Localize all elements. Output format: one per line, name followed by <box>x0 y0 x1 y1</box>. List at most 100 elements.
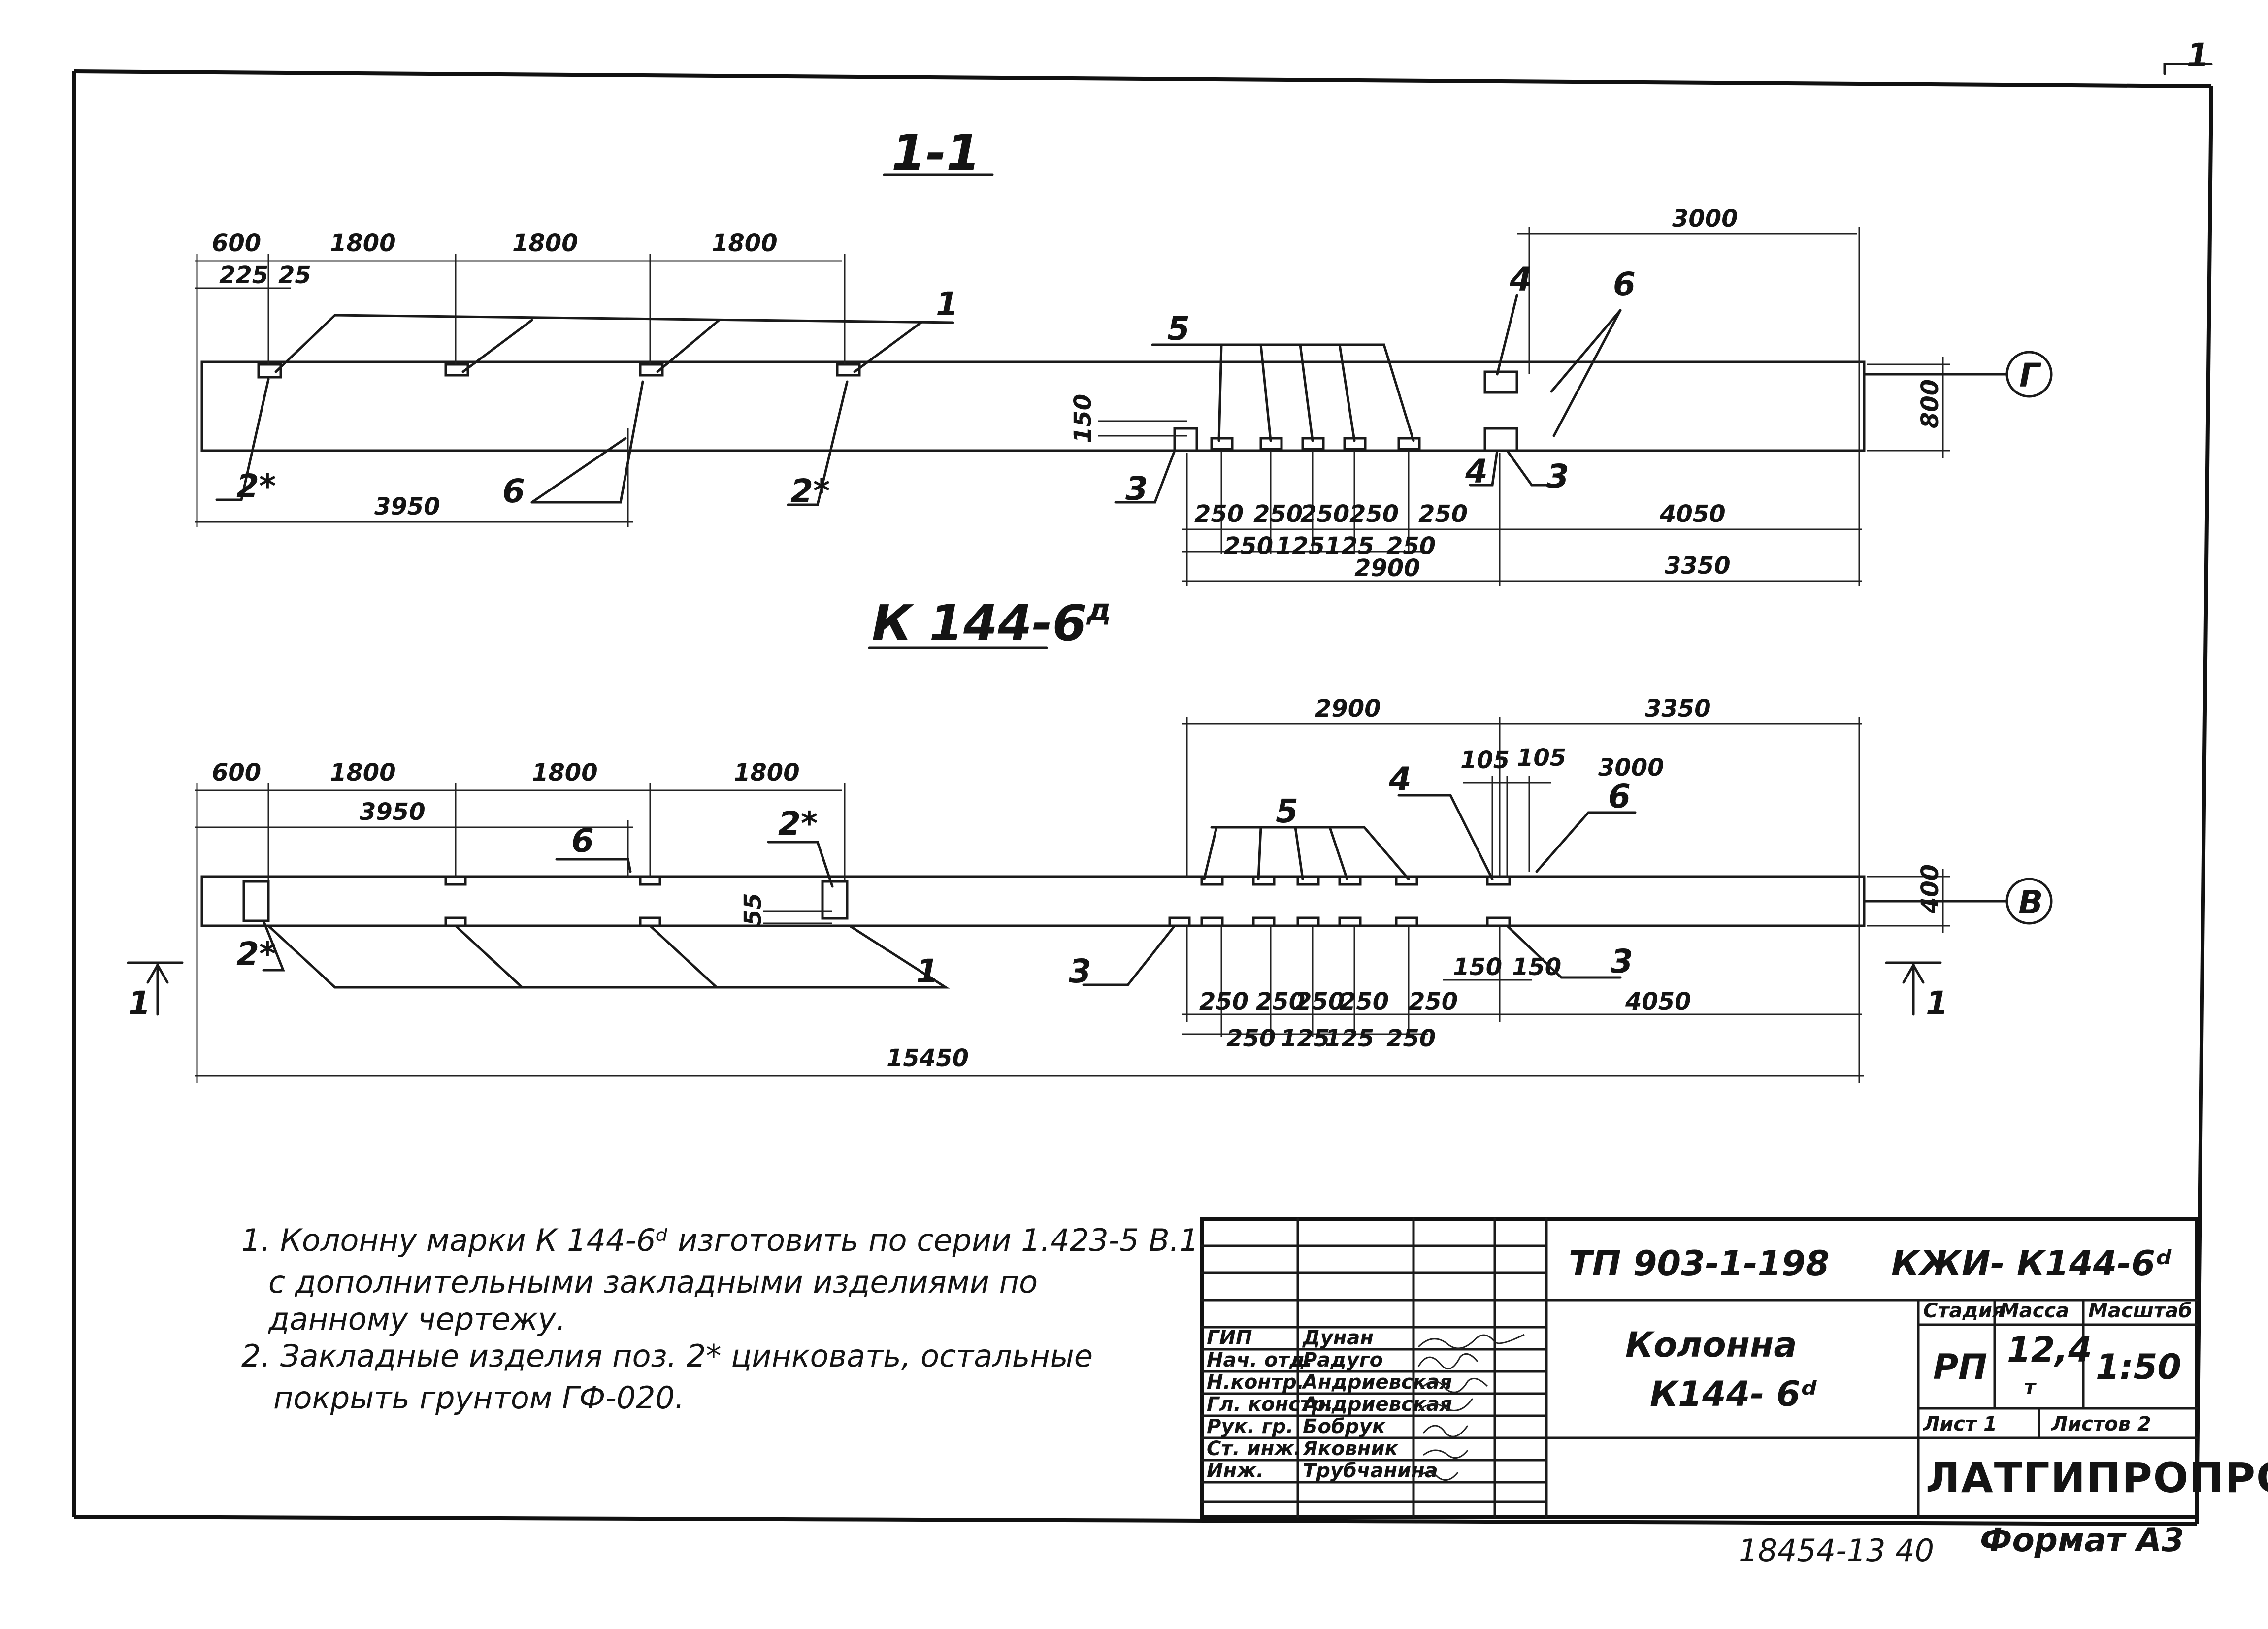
section-1-1-beam-outline <box>200 360 1866 452</box>
dim-1800: 1800 <box>734 759 800 786</box>
dim-105: 105 <box>1460 747 1510 774</box>
embedded-plate <box>444 875 467 886</box>
axis-label-v: В <box>2018 883 2043 921</box>
embedded-plate-5 <box>1200 875 1224 886</box>
dim-2900: 2900 <box>1354 554 1420 582</box>
staff-name: Андриевская <box>1301 1371 1452 1394</box>
callout-position-6: 6 <box>502 472 525 510</box>
dim-150: 150 <box>1512 953 1561 981</box>
sheet-stamp-number: 1 <box>2187 36 2209 74</box>
staff-role: Гл. констр. <box>1207 1393 1333 1416</box>
section-1-1: 1-1 <box>195 124 2053 586</box>
dim-3000: 3000 <box>1598 754 1664 782</box>
embedded-plate-3 <box>1483 427 1518 452</box>
callout-position-6: 6 <box>1613 265 1636 303</box>
dim-800: 800 <box>1916 379 1944 428</box>
format-label: Формат А3 <box>1980 1521 2184 1559</box>
embedded-plate-5 <box>1338 916 1362 927</box>
embedded-plate-5 <box>1397 437 1421 451</box>
axis-label-g: Г <box>2019 357 2041 394</box>
section-mark-right: 1 <box>1926 984 1948 1022</box>
dim-125: 125 <box>1325 532 1374 560</box>
doc-code: ТП 903-1-198 <box>1569 1243 1830 1284</box>
dim-600: 600 <box>212 759 261 786</box>
staff-role: Ст. инж. <box>1207 1437 1301 1460</box>
embedded-plate <box>257 363 282 379</box>
embedded-plate-2-star <box>821 880 849 920</box>
embedded-plate-5 <box>1395 916 1418 927</box>
dim-600: 600 <box>212 229 261 257</box>
note-line-2: с дополнительными закладными изделиями п… <box>268 1264 1038 1300</box>
dim-1800: 1800 <box>712 229 778 257</box>
staff-name: Яковник <box>1302 1437 1398 1460</box>
dim-225: 225 <box>219 261 268 289</box>
embedded-plate-5 <box>1200 916 1224 927</box>
dim-55: 55 <box>739 893 767 926</box>
object-name-line-2: К144- 6ᵈ <box>1650 1374 1817 1414</box>
staff-name: Андриевская <box>1301 1393 1452 1416</box>
staff-role: Инж. <box>1207 1460 1264 1482</box>
embedded-plate-5 <box>1210 437 1234 451</box>
title-block: ТП 903-1-198 КЖИ- К144-6ᵈ Колонна К144- … <box>1200 1217 2268 1519</box>
header-mass: Масса <box>2000 1300 2069 1322</box>
dim-3000: 3000 <box>1672 205 1738 232</box>
embedded-plate-3 <box>1486 916 1511 927</box>
dim-1800: 1800 <box>330 229 396 257</box>
general-notes: 1. Колонну марки К 144-6ᵈ изготовить по … <box>241 1222 1199 1416</box>
dim-250: 250 <box>1340 988 1389 1015</box>
embedded-plate-3 <box>1168 916 1191 927</box>
signatures <box>1417 1334 1525 1481</box>
plan-title: К 144-6д <box>872 592 1111 652</box>
dim-125: 125 <box>1325 1025 1374 1052</box>
callout-position-2-star: 2* <box>236 935 276 973</box>
note-line-3: данному чертежу. <box>268 1301 566 1337</box>
embedded-plate <box>639 875 661 886</box>
dim-1800: 1800 <box>512 229 578 257</box>
callout-position-6: 6 <box>571 822 594 860</box>
staff-role: ГИП <box>1207 1327 1252 1349</box>
dim-150: 150 <box>1069 394 1097 443</box>
dim-3350: 3350 <box>1645 695 1711 722</box>
note-line-5: покрыть грунтом ГФ-020. <box>273 1380 685 1416</box>
embedded-plate-4 <box>1486 875 1511 886</box>
embedded-plate <box>639 363 664 377</box>
dim-250: 250 <box>1295 988 1345 1015</box>
sheet-frame <box>72 63 2213 1526</box>
callout-position-4: 4 <box>1388 760 1412 798</box>
value-stage: РП <box>1933 1347 1987 1387</box>
dim-4050: 4050 <box>1659 500 1726 528</box>
dim-250: 250 <box>1199 988 1249 1015</box>
value-mass: 12,4 <box>2007 1330 2092 1370</box>
section-mark-left: 1 <box>128 984 151 1022</box>
callout-position-3: 3 <box>1546 457 1569 495</box>
dim-400: 400 <box>1916 864 1944 914</box>
dim-1800: 1800 <box>532 759 598 786</box>
note-line-1: 1. Колонну марки К 144-6ᵈ изготовить по … <box>241 1222 1199 1258</box>
dim-25: 25 <box>278 261 311 289</box>
dim-125: 125 <box>1281 1025 1330 1052</box>
callout-position-1: 1 <box>916 952 939 990</box>
dim-250: 250 <box>1386 1025 1436 1052</box>
callout-position-3: 3 <box>1611 943 1633 980</box>
callout-position-3: 3 <box>1069 952 1091 990</box>
dim-250: 250 <box>1386 532 1436 560</box>
value-scale: 1:50 <box>2096 1347 2181 1387</box>
dim-3350: 3350 <box>1665 552 1731 580</box>
staff-name: Трубчанина <box>1303 1460 1438 1482</box>
embedded-plate <box>836 363 861 377</box>
dim-105: 105 <box>1517 744 1566 772</box>
staff-role: Рук. гр. <box>1207 1415 1293 1438</box>
dim-3950: 3950 <box>360 798 426 826</box>
callout-position-3: 3 <box>1125 470 1148 508</box>
dim-15450: 15450 <box>887 1044 969 1072</box>
callout-position-2-star: 2* <box>236 467 276 505</box>
dim-3950: 3950 <box>374 493 440 521</box>
staff-name: Радуго <box>1303 1349 1383 1371</box>
object-name-line-1: Колонна <box>1625 1325 1797 1365</box>
archive-number: 18454-13 40 <box>1739 1532 1934 1568</box>
dim-250: 250 <box>1226 1025 1276 1052</box>
doc-mark: КЖИ- К144-6ᵈ <box>1891 1243 2172 1284</box>
embedded-plate <box>444 363 469 377</box>
callout-position-6: 6 <box>1608 778 1631 815</box>
